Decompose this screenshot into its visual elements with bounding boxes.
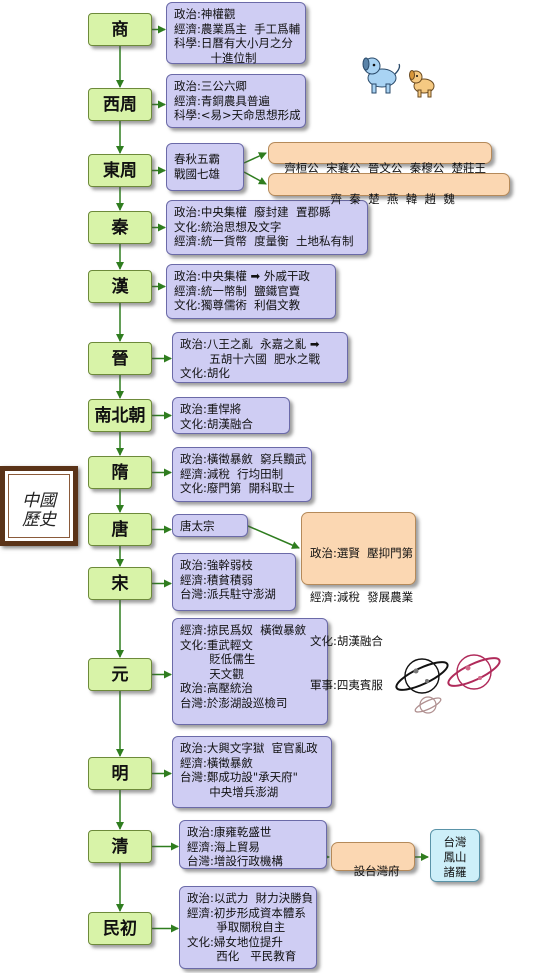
- dongzhou-branch-states: 齊 秦 楚 燕 韓 趙 魏: [268, 173, 510, 206]
- note-line: 台灣:增設行政機構: [187, 854, 283, 869]
- note-line: 天文觀: [180, 666, 244, 681]
- era-13: 清: [88, 830, 152, 863]
- note-line: 貶低儒生: [180, 652, 256, 667]
- dongzhou-arrow-states: [243, 171, 267, 185]
- note-line: 五胡十六國 肥水之戰: [180, 351, 321, 366]
- era-note-14: 政治:以武力 財力決勝負經濟:初步形成資本體系 爭取關稅自主文化:婦女地位提升 …: [179, 886, 317, 969]
- title-card: 中國 歷史: [0, 466, 78, 546]
- title-line-1: 中國: [22, 491, 56, 511]
- note-line: 政治:中央集權 廢封建 置郡縣: [174, 205, 331, 219]
- note-line: 經濟:海上貿易: [187, 839, 260, 854]
- note-line: 政治:高壓統治: [180, 681, 253, 696]
- planets-illustration: [395, 654, 501, 714]
- note-line: 文化:廢門第 開科取士: [180, 481, 295, 496]
- note-line: 政治:以武力 財力決勝負: [187, 891, 314, 905]
- note-line: 台灣:派兵駐守澎湖: [180, 587, 276, 602]
- note-line: 春秋五霸: [174, 152, 220, 166]
- era-note-11: 經濟:掠民爲奴 橫徵暴斂文化:重武輕文 貶低儒生 天文觀政治:高壓統治台灣:於澎…: [172, 618, 328, 725]
- note-line: 文化:重武輕文: [180, 637, 253, 652]
- era-7: 南北朝: [88, 399, 152, 432]
- era-note-7: 政治:重悍將文化:胡漢融合: [172, 397, 290, 434]
- note-line: 經濟:橫徵暴斂: [180, 755, 253, 770]
- era-note-8: 政治:橫徵暴斂 窮兵黷武經濟:減稅 行均田制文化:廢門第 開科取士: [172, 447, 312, 502]
- era-note-10: 政治:強幹弱枝經濟:積貧積弱台灣:派兵駐守澎湖: [172, 553, 296, 611]
- note-line: 西化 平民教育: [187, 949, 297, 964]
- note-line: 經濟:初步形成資本體系: [187, 905, 306, 920]
- era-note-9: 唐太宗: [172, 514, 248, 537]
- era-note-5: 政治:中央集權 ➡ 外戚干政經濟:統一幣制 鹽鐵官賣文化:獨尊儒術 利倡文教: [166, 264, 336, 319]
- note-line: 經濟:積貧積弱: [180, 572, 253, 587]
- era-note-2: 政治:三公六卿經濟:青銅農具普遍科學:<易>天命思想形成: [166, 74, 306, 128]
- tang-arrow-detail: [247, 525, 300, 549]
- era-10: 宋: [88, 567, 152, 600]
- note-line: 經濟:農業爲主 手工爲輔: [174, 21, 301, 36]
- note-line: 政治:重悍將: [180, 402, 242, 416]
- era-note-12: 政治:大興文字獄 宦官亂政經濟:橫徵暴斂台灣:鄭成功設"承天府" 中央增兵澎湖: [172, 736, 332, 808]
- small-planet-icon: [414, 696, 442, 714]
- era-2: 西周: [88, 88, 152, 121]
- note-line: 經濟:青銅農具普遍: [174, 93, 270, 108]
- orange-dog-icon: [409, 70, 435, 98]
- note-line: 政治:三公六卿: [174, 79, 247, 93]
- era-note-6: 政治:八王之亂 永嘉之亂 ➡ 五胡十六國 肥水之戰文化:胡化: [172, 332, 348, 383]
- era-1: 商: [88, 13, 152, 46]
- note-line: 經濟:掠民爲奴 橫徵暴斂: [180, 623, 307, 637]
- era-11: 元: [88, 658, 152, 691]
- qing-taiwan-prefecture-box: 設台灣府: [331, 842, 415, 878]
- note-line: 唐太宗: [180, 519, 215, 533]
- era-14: 民初: [88, 912, 152, 945]
- era-5: 漢: [88, 270, 152, 303]
- era-8: 隋: [88, 456, 152, 489]
- era-note-1: 政治:神權觀經濟:農業爲主 手工爲輔科學:日曆有大小月之分 十進位制: [166, 2, 306, 65]
- note-line: 政治:神權觀: [174, 7, 236, 21]
- dongzhou-arrow-hegemons: [243, 152, 267, 164]
- era-12: 明: [88, 757, 152, 790]
- note-line: 政治:中央集權 ➡ 外戚干政: [174, 269, 310, 283]
- note-line: 文化:胡漢融合: [180, 416, 253, 431]
- note-line: 科學:<易>天命思想形成: [174, 108, 301, 123]
- era-4: 秦: [88, 211, 152, 244]
- note-line: 政治:橫徵暴斂 窮兵黷武: [180, 452, 307, 466]
- era-note-3: 春秋五霸戰國七雄: [166, 143, 244, 191]
- note-line: 經濟:統一貨幣 度量衡 土地私有制: [174, 234, 354, 249]
- blue-dog-icon: [362, 57, 401, 94]
- note-line: 台灣:鄭成功設"承天府": [180, 770, 298, 785]
- planet-icon: [395, 658, 449, 694]
- note-line: 政治:強幹弱枝: [180, 558, 253, 572]
- note-line: 政治:康雍乾盛世: [187, 825, 272, 839]
- note-line: 戰國七雄: [174, 166, 220, 181]
- note-line: 文化:獨尊儒術 利倡文教: [174, 298, 301, 313]
- note-line: 經濟:減稅 行均田制: [180, 466, 284, 481]
- era-3: 東周: [88, 154, 152, 187]
- note-line: 文化:胡化: [180, 366, 230, 381]
- era-6: 晉: [88, 342, 152, 375]
- qing-counties-box: 台灣 鳳山 諸羅: [430, 829, 480, 882]
- title-line-2: 歷史: [22, 510, 56, 530]
- note-line: 文化:統治思想及文字: [174, 219, 282, 234]
- note-line: 經濟:統一幣制 鹽鐵官賣: [174, 283, 301, 298]
- note-line: 政治:大興文字獄 宦官亂政: [180, 741, 318, 755]
- note-line: 爭取關稅自主: [187, 920, 286, 935]
- note-line: 台灣:於澎湖設巡檢司: [180, 695, 288, 710]
- note-line: 中央增兵澎湖: [180, 784, 279, 799]
- ringed-planet-icon: [447, 654, 501, 690]
- note-line: 文化:婦女地位提升: [187, 934, 283, 949]
- note-line: 政治:八王之亂 永嘉之亂 ➡: [180, 337, 320, 351]
- note-line: 科學:日曆有大小月之分: [174, 36, 293, 51]
- era-9: 唐: [88, 513, 152, 546]
- dongzhou-branch-hegemons: 齊桓公 宋襄公 晉文公 秦穆公 楚莊王: [268, 142, 492, 175]
- dog-illustration: [362, 57, 435, 98]
- era-note-4: 政治:中央集權 廢封建 置郡縣文化:統治思想及文字經濟:統一貨幣 度量衡 土地私…: [166, 200, 368, 255]
- era-note-13: 政治:康雍乾盛世經濟:海上貿易台灣:增設行政機構: [179, 820, 327, 869]
- note-line: 十進位制: [174, 50, 257, 65]
- tang-detail-box: 政治:選賢 壓抑門第 經濟:減稅 發展農業 文化:胡漢融合 軍事:四夷賓服: [301, 512, 416, 692]
